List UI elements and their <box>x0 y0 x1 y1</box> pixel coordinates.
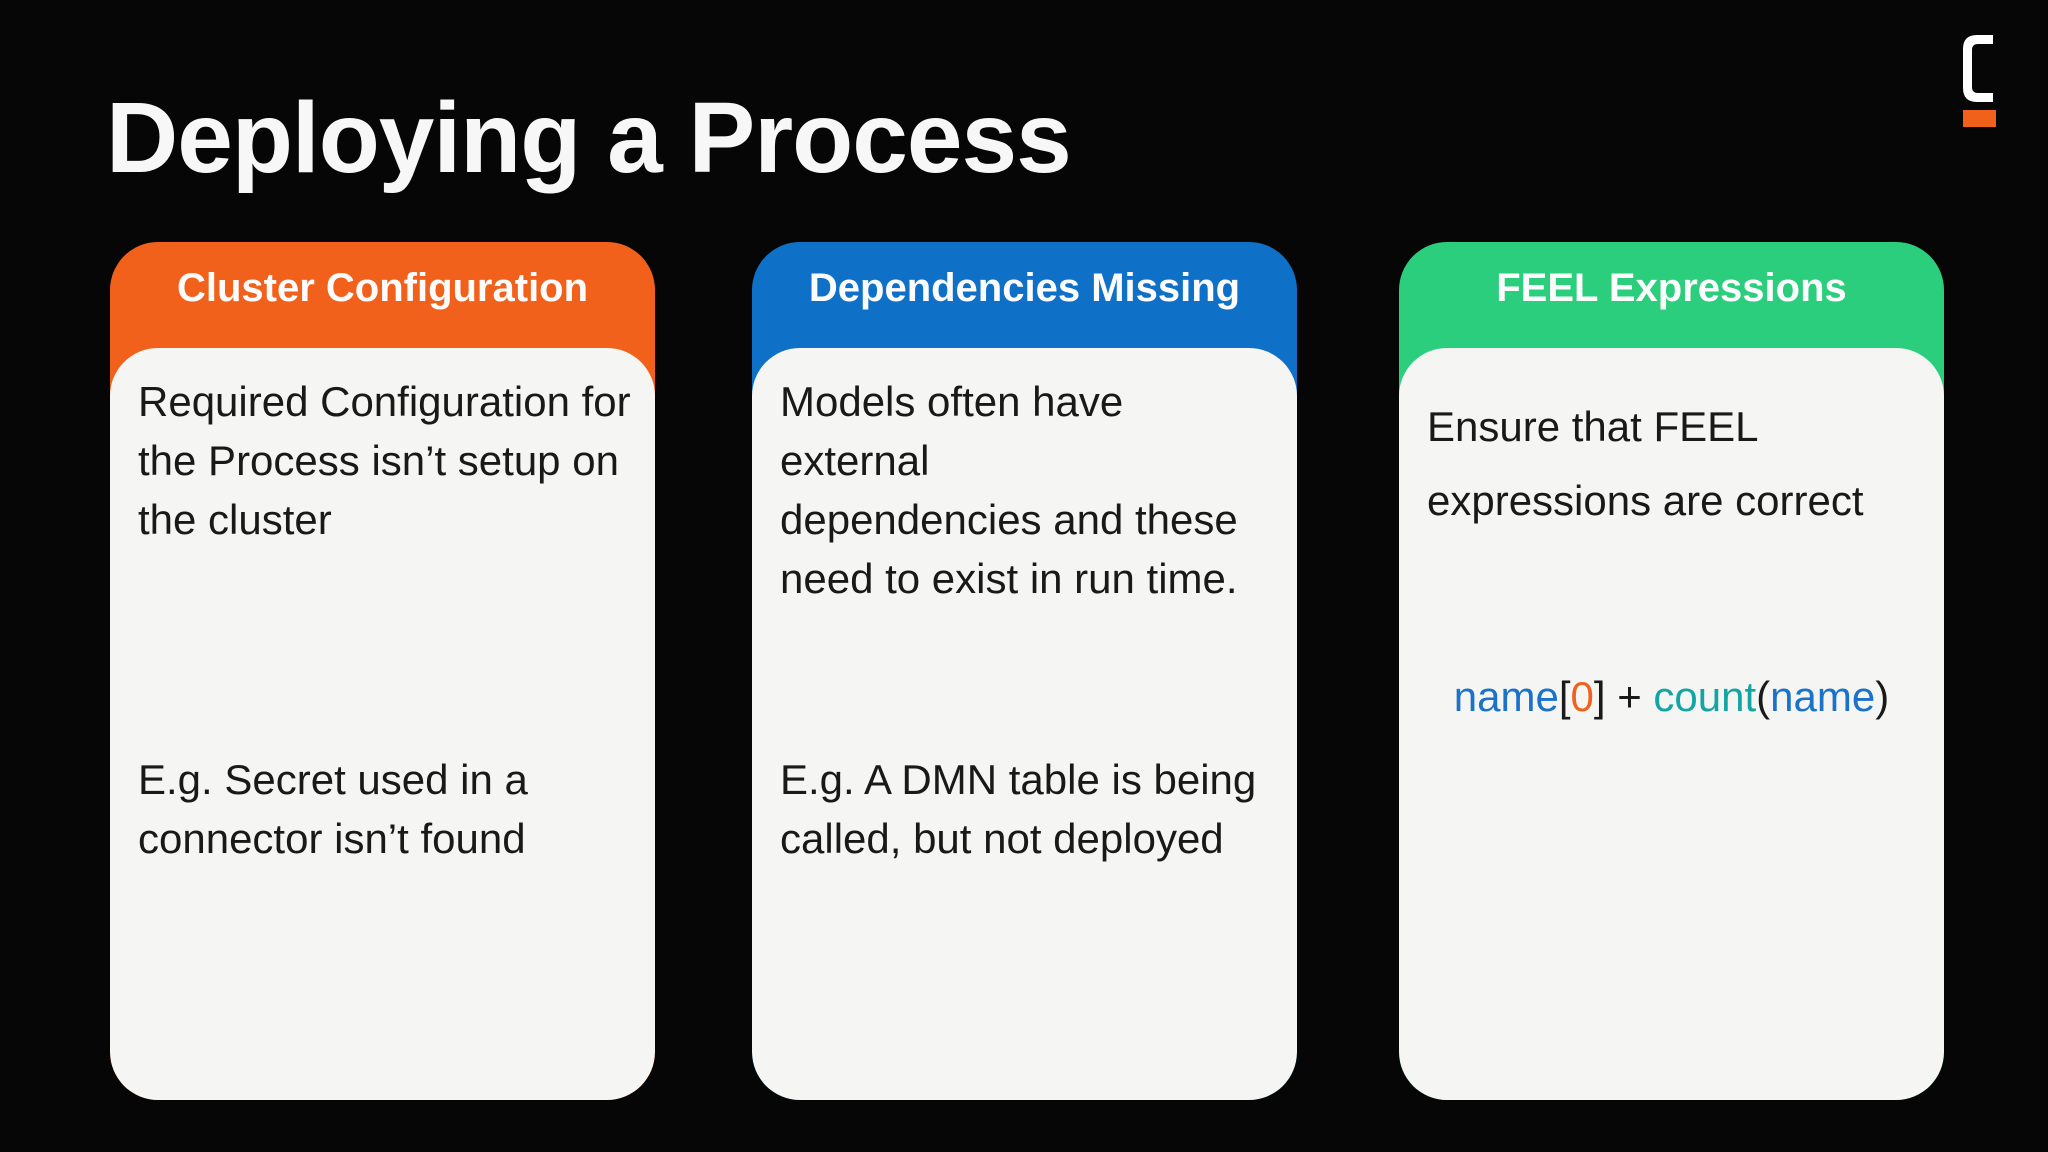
feel-token: name <box>1453 673 1559 720</box>
card-text-line: the Process isn’t setup on <box>138 437 619 484</box>
card-body: Required Configuration for the Process is… <box>110 348 655 1100</box>
feel-token: ) <box>1875 673 1890 720</box>
feel-token: ] <box>1593 673 1606 720</box>
card-feel-expressions: FEEL Expressions Ensure that FEEL express… <box>1399 242 1944 1100</box>
card-body: Ensure that FEEL expressions are correct n… <box>1399 348 1944 1100</box>
card-header: Cluster Configuration <box>110 242 655 348</box>
camunda-logo <box>1963 35 1997 127</box>
feel-token: 0 <box>1570 673 1594 720</box>
feel-expression-code: name[0] + count(name) <box>1399 667 1944 726</box>
feel-token: ( <box>1756 673 1771 720</box>
card-text-line: expressions are correct <box>1427 477 1864 524</box>
card-header: FEEL Expressions <box>1399 242 1944 348</box>
card-cluster-configuration: Cluster Configuration Required Configura… <box>110 242 655 1100</box>
page-title: Deploying a Process <box>106 82 1072 194</box>
card-dependencies-missing: Dependencies Missing Models often have e… <box>752 242 1297 1100</box>
camunda-logo-bar <box>1963 110 1996 127</box>
card-description: Required Configuration for the Process is… <box>138 372 631 549</box>
card-description: Ensure that FEEL expressions are correct <box>1427 390 1920 538</box>
card-header-title: Dependencies Missing <box>808 265 1241 310</box>
card-text-line: connector isn’t found <box>138 815 526 862</box>
card-text-line: called, but not deployed <box>780 815 1224 862</box>
card-example: E.g. A DMN table is being called, but not… <box>780 750 1273 868</box>
card-example: E.g. Secret used in a connector isn’t fou… <box>138 750 631 868</box>
feel-token: + <box>1605 673 1654 720</box>
card-header: Dependencies Missing <box>752 242 1297 348</box>
card-text-line: E.g. Secret used in a <box>138 756 528 803</box>
card-text-line: Ensure that FEEL <box>1427 403 1759 450</box>
card-description: Models often have external dependencies a… <box>780 372 1273 608</box>
card-header-title: Cluster Configuration <box>176 265 589 310</box>
feel-token: [ <box>1558 673 1571 720</box>
feel-token: name <box>1770 673 1876 720</box>
camunda-c-icon <box>1963 35 1993 102</box>
card-text-line: the cluster <box>138 496 332 543</box>
card-text-line: Required Configuration for <box>138 378 631 425</box>
card-body: Models often have external dependencies a… <box>752 348 1297 1100</box>
card-text-line: need to exist in run time. <box>780 555 1238 602</box>
card-header-title: FEEL Expressions <box>1496 265 1847 310</box>
card-text-line: Models often have external <box>780 378 1124 484</box>
card-text-line: E.g. A DMN table is being <box>780 756 1257 803</box>
card-text-line: dependencies and these <box>780 496 1238 543</box>
feel-token: count <box>1653 673 1757 720</box>
